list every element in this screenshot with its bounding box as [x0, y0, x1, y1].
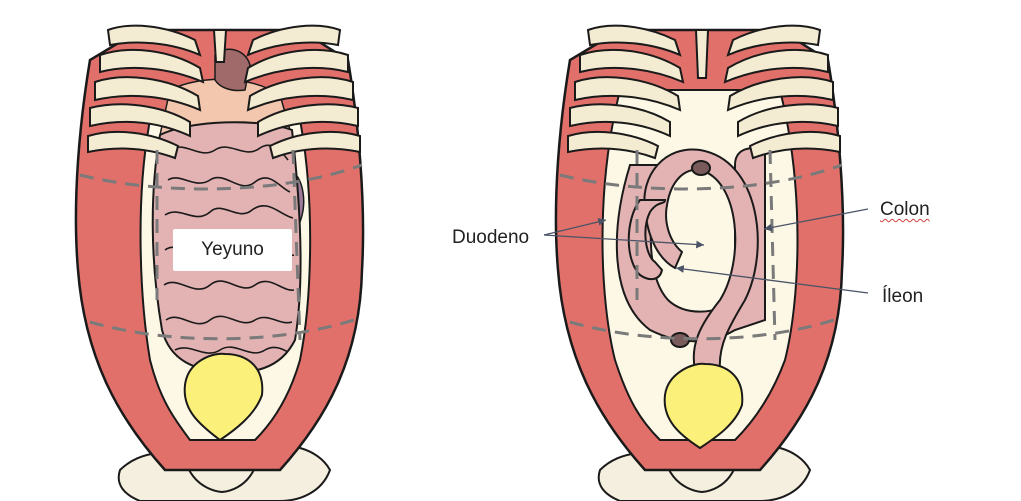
right-lumen-top	[691, 160, 711, 176]
left-xiphoid	[212, 29, 228, 63]
left-ribcage	[87, 24, 361, 160]
pointer-duodeno-b	[543, 234, 705, 249]
pointer-duodeno-a	[543, 218, 607, 236]
right-quadrant-lines	[559, 149, 843, 341]
left-quadrant-lines	[79, 149, 363, 341]
colon-label: Colon	[880, 199, 930, 220]
right-xiphoid	[694, 29, 710, 79]
left-panel-jejunum	[74, 24, 365, 501]
ileon-label: Íleon	[882, 286, 924, 307]
right-ribcage	[567, 24, 841, 160]
pointer-colon	[763, 208, 869, 232]
right-ileum	[643, 148, 759, 371]
right-bladder	[663, 362, 744, 450]
pointer-ileon	[675, 265, 869, 294]
right-panel-colon	[543, 24, 869, 501]
pointer-lines	[543, 208, 869, 294]
left-bladder	[183, 352, 264, 442]
jejunum-label: Yeyuno	[201, 239, 264, 260]
duodeno-label: Duodeno	[452, 227, 530, 248]
jejunum-label-box: Yeyuno	[173, 229, 292, 271]
